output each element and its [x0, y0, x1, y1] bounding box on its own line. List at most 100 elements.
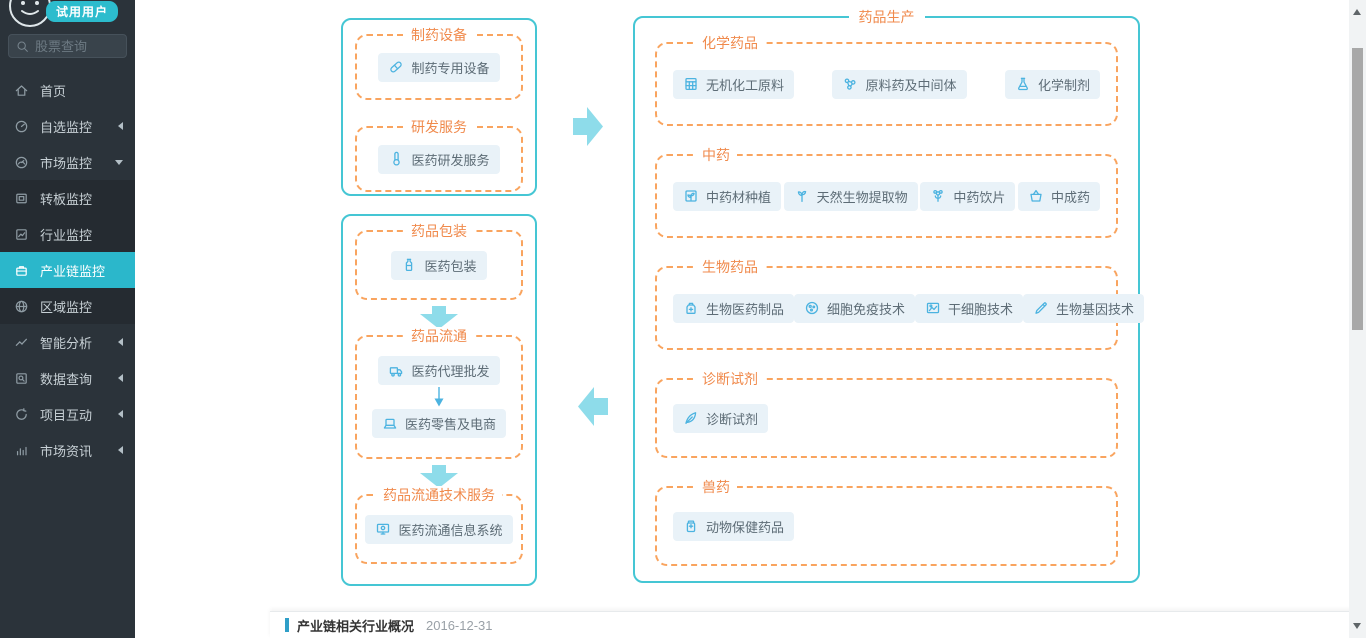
chip-cell-immunity-tech[interactable]: 细胞免疫技术 [794, 293, 916, 323]
chevron-left-icon [114, 374, 123, 382]
search-icon [17, 41, 28, 52]
chevron-down-icon [115, 159, 123, 169]
section-biological-drugs: 生物药品生物医药制品细胞免疫技术 干细胞技术生物基因技术 [655, 258, 1145, 350]
section-title: 药品包装 [404, 222, 474, 241]
sidebar-item-project-interaction[interactable]: 项目互动 [0, 396, 135, 432]
section-title: 制药设备 [404, 26, 474, 45]
chip-herb-planting[interactable]: 中药材种植 [673, 181, 782, 211]
chevron-left-icon [114, 410, 123, 418]
refresh-icon [16, 407, 27, 420]
chip-label: 制药专用设备 [411, 60, 490, 76]
chip-medicine-retail-ecommerce[interactable]: 医药零售及电商 [371, 409, 506, 438]
chip-api-and-intermediates[interactable]: 原料药及中间体 [832, 69, 967, 99]
chip-stem-cell-tech[interactable]: 干细胞技术 [915, 293, 1024, 323]
watchlist-monitor-icon-wrap [14, 119, 29, 134]
section-title: 中药 [695, 146, 737, 165]
chip-label: 医药代理批发 [411, 364, 490, 379]
sidebar-item-market-news[interactable]: 市场资讯 [0, 432, 135, 468]
gauge-icon [15, 120, 28, 132]
sidebar-item-market-monitor[interactable]: 市场监控 [0, 144, 135, 180]
home-icon [15, 84, 28, 96]
sidebar-item-industry-monitor[interactable]: 行业监控 [0, 216, 135, 252]
chip-label: 天然生物提取物 [816, 189, 908, 205]
sidebar-item-region-monitor[interactable]: 区域监控 [0, 288, 135, 324]
section-pharma-equipment: 制药设备制药专用设备 [355, 26, 523, 100]
stock-search-input[interactable] [35, 38, 119, 54]
section-title: 药品流通 [404, 327, 474, 346]
capsule-icon [390, 61, 403, 73]
vertical-scrollbar[interactable] [1349, 0, 1366, 638]
sidebar-item-label: 市场资讯 [40, 443, 93, 459]
section-body: 动物保健药品 [657, 488, 1116, 564]
sidebar-item-industry-chain-monitor[interactable]: 产业链监控 [0, 252, 135, 288]
drug-production-sections: 化学药品无机化工原料 原料药及中间体 化学制剂中药中药材种植 天然生物提取物中药饮片中… [655, 34, 1145, 566]
market-news-icon-wrap [14, 443, 29, 458]
section-chemical-drugs: 化学药品无机化工原料 原料药及中间体 化学制剂 [655, 34, 1118, 126]
chip-medicine-agency-wholesale[interactable]: 医药代理批发 [378, 356, 500, 385]
stock-search-box[interactable] [8, 34, 127, 58]
data-query-icon-wrap [14, 371, 29, 386]
section-title: 化学药品 [695, 34, 765, 53]
sidebar-item-label: 市场监控 [40, 155, 93, 171]
transfer-board-monitor-icon-wrap [14, 191, 29, 206]
flask-icon [1018, 77, 1028, 91]
section-title: 研发服务 [404, 118, 474, 137]
sidebar-item-data-query[interactable]: 数据查询 [0, 360, 135, 396]
section-drug-circulation: 药品流通医药代理批发医药零售及电商 [355, 327, 523, 459]
chip-chinese-patent-medicine[interactable]: 中成药 [1017, 181, 1100, 211]
scroll-down-icon[interactable] [1353, 623, 1361, 633]
section-body: 医药包装 [357, 232, 521, 298]
section-diagnostic-reagents: 诊断试剂诊断试剂 [655, 370, 1118, 458]
chip-inorganic-chemical-materials[interactable]: 无机化工原料 [673, 69, 795, 99]
board-icon [16, 193, 27, 203]
chip-label: 干细胞技术 [948, 301, 1014, 317]
sidebar-item-home[interactable]: 首页 [0, 72, 135, 108]
sidebar-item-label: 行业监控 [40, 227, 93, 243]
chip-label: 医药包装 [424, 258, 477, 274]
drug-production-box: 药品生产 化学药品无机化工原料原料药及中间体化学制剂中药中药材种植天然生物提取物… [633, 8, 1145, 583]
section-body: 医药代理批发医药零售及电商 [357, 337, 521, 457]
section-veterinary-drugs: 兽药动物保健药品 [655, 478, 1118, 566]
sidebar-item-smart-analysis[interactable]: 智能分析 [0, 324, 135, 360]
sprout-icon [797, 190, 806, 203]
chip-chemical-preparations[interactable]: 化学制剂 [1004, 69, 1100, 99]
chip-bio-gene-tech[interactable]: 生物基因技术 [1023, 293, 1145, 323]
section-drug-packaging: 药品包装医药包装 [355, 222, 523, 300]
gene-icon [1035, 302, 1047, 314]
section-title: 生物药品 [695, 258, 765, 277]
scrollbar-thumb[interactable] [1352, 48, 1363, 330]
chart-icon [16, 228, 27, 240]
sidebar-item-transfer-board-monitor[interactable]: 转板监控 [0, 180, 135, 216]
region-monitor-icon-wrap [14, 299, 29, 314]
chevron-left-icon [114, 122, 123, 130]
footer-date: 2016-12-31 [426, 617, 493, 633]
sidebar-item-watchlist-monitor[interactable]: 自选监控 [0, 108, 135, 144]
chip-animal-health-products[interactable]: 动物保健药品 [673, 511, 795, 541]
chip-pharma-special-equipment[interactable]: 制药专用设备 [378, 52, 500, 82]
chip-bio-pharma-products[interactable]: 生物医药制品 [673, 293, 795, 323]
trial-user-badge: 试用用户 [46, 1, 119, 22]
bottle-icon [406, 258, 413, 272]
plant-icon [685, 190, 697, 202]
flow-arrow-down-icon [355, 306, 523, 329]
flower-icon [933, 189, 944, 202]
chip-herb-slices[interactable]: 中药饮片 [920, 181, 1016, 211]
section-body: 医药研发服务 [357, 128, 521, 190]
bars-icon [16, 446, 27, 455]
industry-monitor-icon-wrap [14, 227, 29, 242]
section-rd-service: 研发服务医药研发服务 [355, 118, 523, 192]
chip-medicine-packaging[interactable]: 医药包装 [391, 250, 487, 280]
chip-medicine-circulation-info-system[interactable]: 医药流通信息系统 [365, 514, 513, 544]
chevron-left-icon [114, 446, 123, 454]
jar-icon [686, 520, 696, 533]
section-drug-circulation-tech-service: 药品流通技术服务医药流通信息系统 [355, 486, 523, 564]
section-title: 药品流通技术服务 [376, 486, 502, 505]
chip-medicine-rd-service[interactable]: 医药研发服务 [378, 144, 500, 174]
grid-icon [685, 77, 697, 91]
section-title: 诊断试剂 [695, 370, 765, 389]
scroll-up-icon[interactable] [1353, 5, 1361, 15]
sidebar-item-label: 区域监控 [40, 299, 93, 315]
chip-diagnostic-reagent[interactable]: 诊断试剂 [673, 403, 769, 433]
chip-natural-bio-extracts[interactable]: 天然生物提取物 [783, 181, 918, 211]
footer-title: 产业链相关行业概况 [297, 618, 415, 634]
